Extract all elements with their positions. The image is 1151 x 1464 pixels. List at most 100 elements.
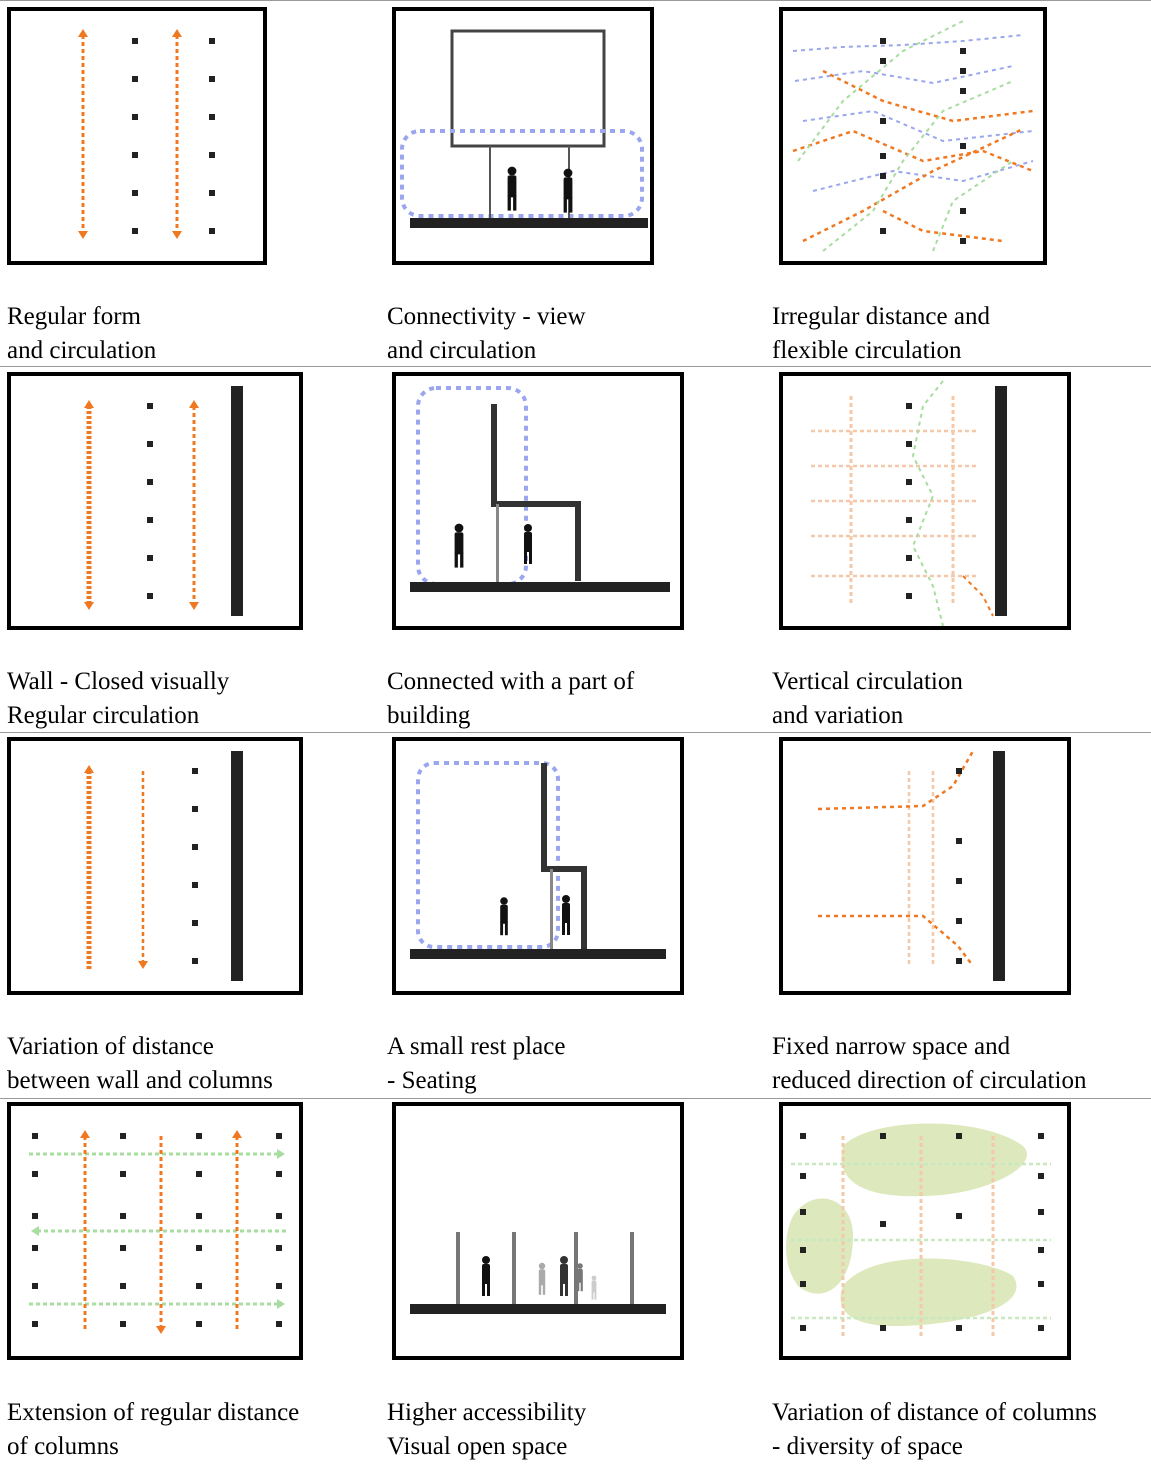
person-head [524,524,532,532]
support [489,146,491,218]
person-body [563,177,573,200]
column-dot [132,152,138,158]
arrow-head [84,765,94,773]
person-leg [482,1282,485,1296]
person-leg [507,195,511,211]
column-dot [276,1283,282,1289]
column-dot [1038,1247,1044,1253]
column-dot [209,190,215,196]
column-dot [132,190,138,196]
circulation-path [818,914,974,967]
plan-vertical-circulation-icon [779,372,1071,630]
column-dot [132,228,138,234]
person-head [577,1263,583,1269]
column-dot [906,517,912,523]
column-dot [192,806,198,812]
wall [993,751,1005,981]
column-dot [956,958,962,964]
column-dot [147,479,153,485]
column-dot [800,1173,806,1179]
arrow-head [277,1299,285,1309]
column-dot [800,1325,806,1331]
column-dot [956,878,962,884]
ground [410,582,670,592]
person-leg [513,195,517,211]
circulation-path [794,65,1014,85]
plan-irregular-distance-icon [779,7,1047,265]
arrow-head [84,602,94,610]
column-dot [276,1321,282,1327]
column-dot [209,228,215,234]
view-envelope [400,129,644,218]
caption: A small rest place- Seating [387,1033,566,1094]
person-leg [562,921,565,935]
circulation-path [792,129,1034,173]
column-dot [120,1171,126,1177]
person-head [500,897,508,905]
person-body [560,1264,568,1284]
row-divider-1 [0,0,1151,1]
column-dot [147,441,153,447]
column-dot [800,1281,806,1287]
column-dot [956,768,962,774]
column-dot [120,1283,126,1289]
column-dot [1038,1173,1044,1179]
column-dot [196,1213,202,1219]
circulation-path [812,160,1034,192]
circulation-path [822,69,1034,123]
plan-wall-variation-icon [7,737,303,995]
column-dot [32,1213,38,1219]
column-dot [880,173,886,179]
column-dot [196,1133,202,1139]
plan-column-diversity-icon [779,1102,1071,1360]
space-zone [786,1198,853,1294]
column-dot [1038,1325,1044,1331]
person-leg [487,1282,490,1296]
person-head [560,1256,568,1264]
arrow-head [172,29,182,37]
column-dot [32,1133,38,1139]
arrow-head [84,400,94,408]
arrow-head [78,231,88,239]
support [630,1232,634,1304]
column-dot [196,1171,202,1177]
person-head [454,523,464,533]
column-dot [956,1213,962,1219]
person-body [524,532,532,552]
support [512,1232,516,1304]
column-dot [132,76,138,82]
support [574,1232,578,1304]
column-dot [132,38,138,44]
person-body [538,1269,546,1286]
section-connected-building-icon [392,372,684,630]
column-dot [120,1133,126,1139]
column-dot [192,882,198,888]
person-leg [580,1281,583,1292]
column-dot [906,441,912,447]
column-dot [192,920,198,926]
column-dot [276,1213,282,1219]
person-head [562,895,570,903]
arrow-head [78,29,88,37]
column-dot [880,58,886,64]
person-leg [454,552,458,568]
arrow-head [138,961,148,969]
person-leg [460,552,464,568]
arrow-head [31,1226,39,1236]
building-section [541,763,587,949]
circulation-path [802,109,1034,143]
column-dot [906,479,912,485]
column-dot [32,1171,38,1177]
column-dot [960,143,966,149]
circulation-path [962,575,994,617]
column-dot [147,555,153,561]
column-dot [960,88,966,94]
arrow-head [189,400,199,408]
column-dot [147,517,153,523]
